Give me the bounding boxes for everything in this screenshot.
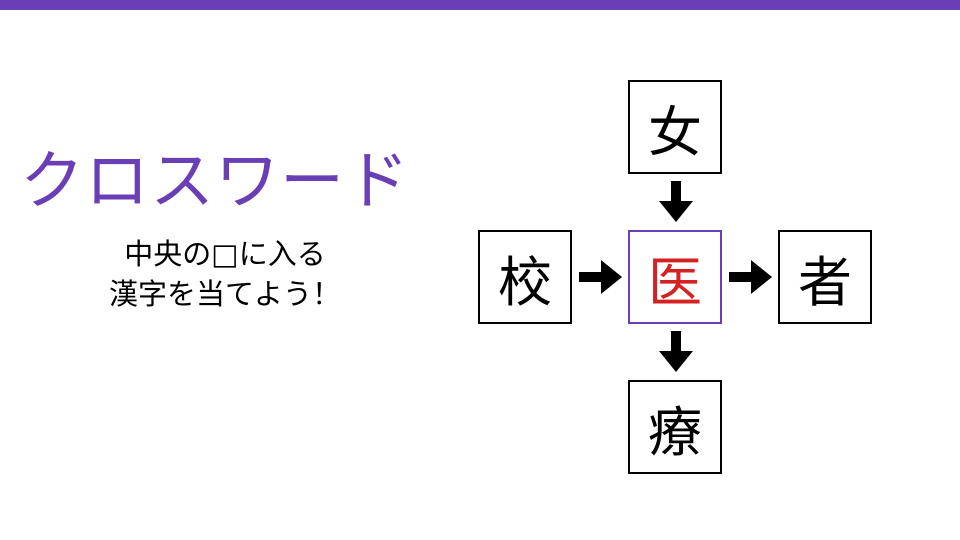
arrow-down-icon (659, 181, 693, 223)
instruction-line-1: 中央の□に入る (124, 237, 326, 271)
cell-top: 女 (628, 80, 722, 174)
cell-left: 校 (478, 230, 572, 324)
arrow-down-icon (659, 331, 693, 373)
instructions: 中央の□に入る 漢字を当てよう！ (60, 234, 390, 314)
cell-right: 者 (778, 230, 872, 324)
cell-bottom: 療 (628, 380, 722, 474)
cell-center-answer: 医 (628, 230, 722, 324)
top-accent-bar (0, 0, 960, 10)
instruction-line-2: 漢字を当てよう！ (108, 277, 341, 311)
slide-title: クロスワード (20, 145, 410, 219)
arrow-right-icon (579, 260, 623, 294)
arrow-right-icon (729, 260, 773, 294)
